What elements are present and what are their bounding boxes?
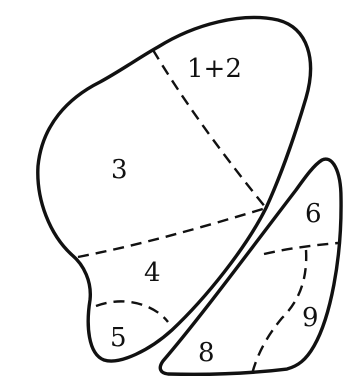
boundary-3-4 [78,208,266,257]
segment-label-6: 6 [305,199,322,229]
segment-label-3: 3 [111,155,128,185]
segment-label-4: 4 [144,258,161,288]
segment-label-1-2: 1+2 [187,54,242,84]
boundary-6-lower [264,243,338,254]
boundary-8-9 [252,250,306,374]
segment-label-8: 8 [198,338,215,368]
upper-lobe-outline [38,18,311,361]
boundary-4-5 [96,301,168,322]
segment-label-5: 5 [110,323,127,353]
lower-lobe-outline [160,159,341,374]
segment-label-9: 9 [302,303,319,333]
